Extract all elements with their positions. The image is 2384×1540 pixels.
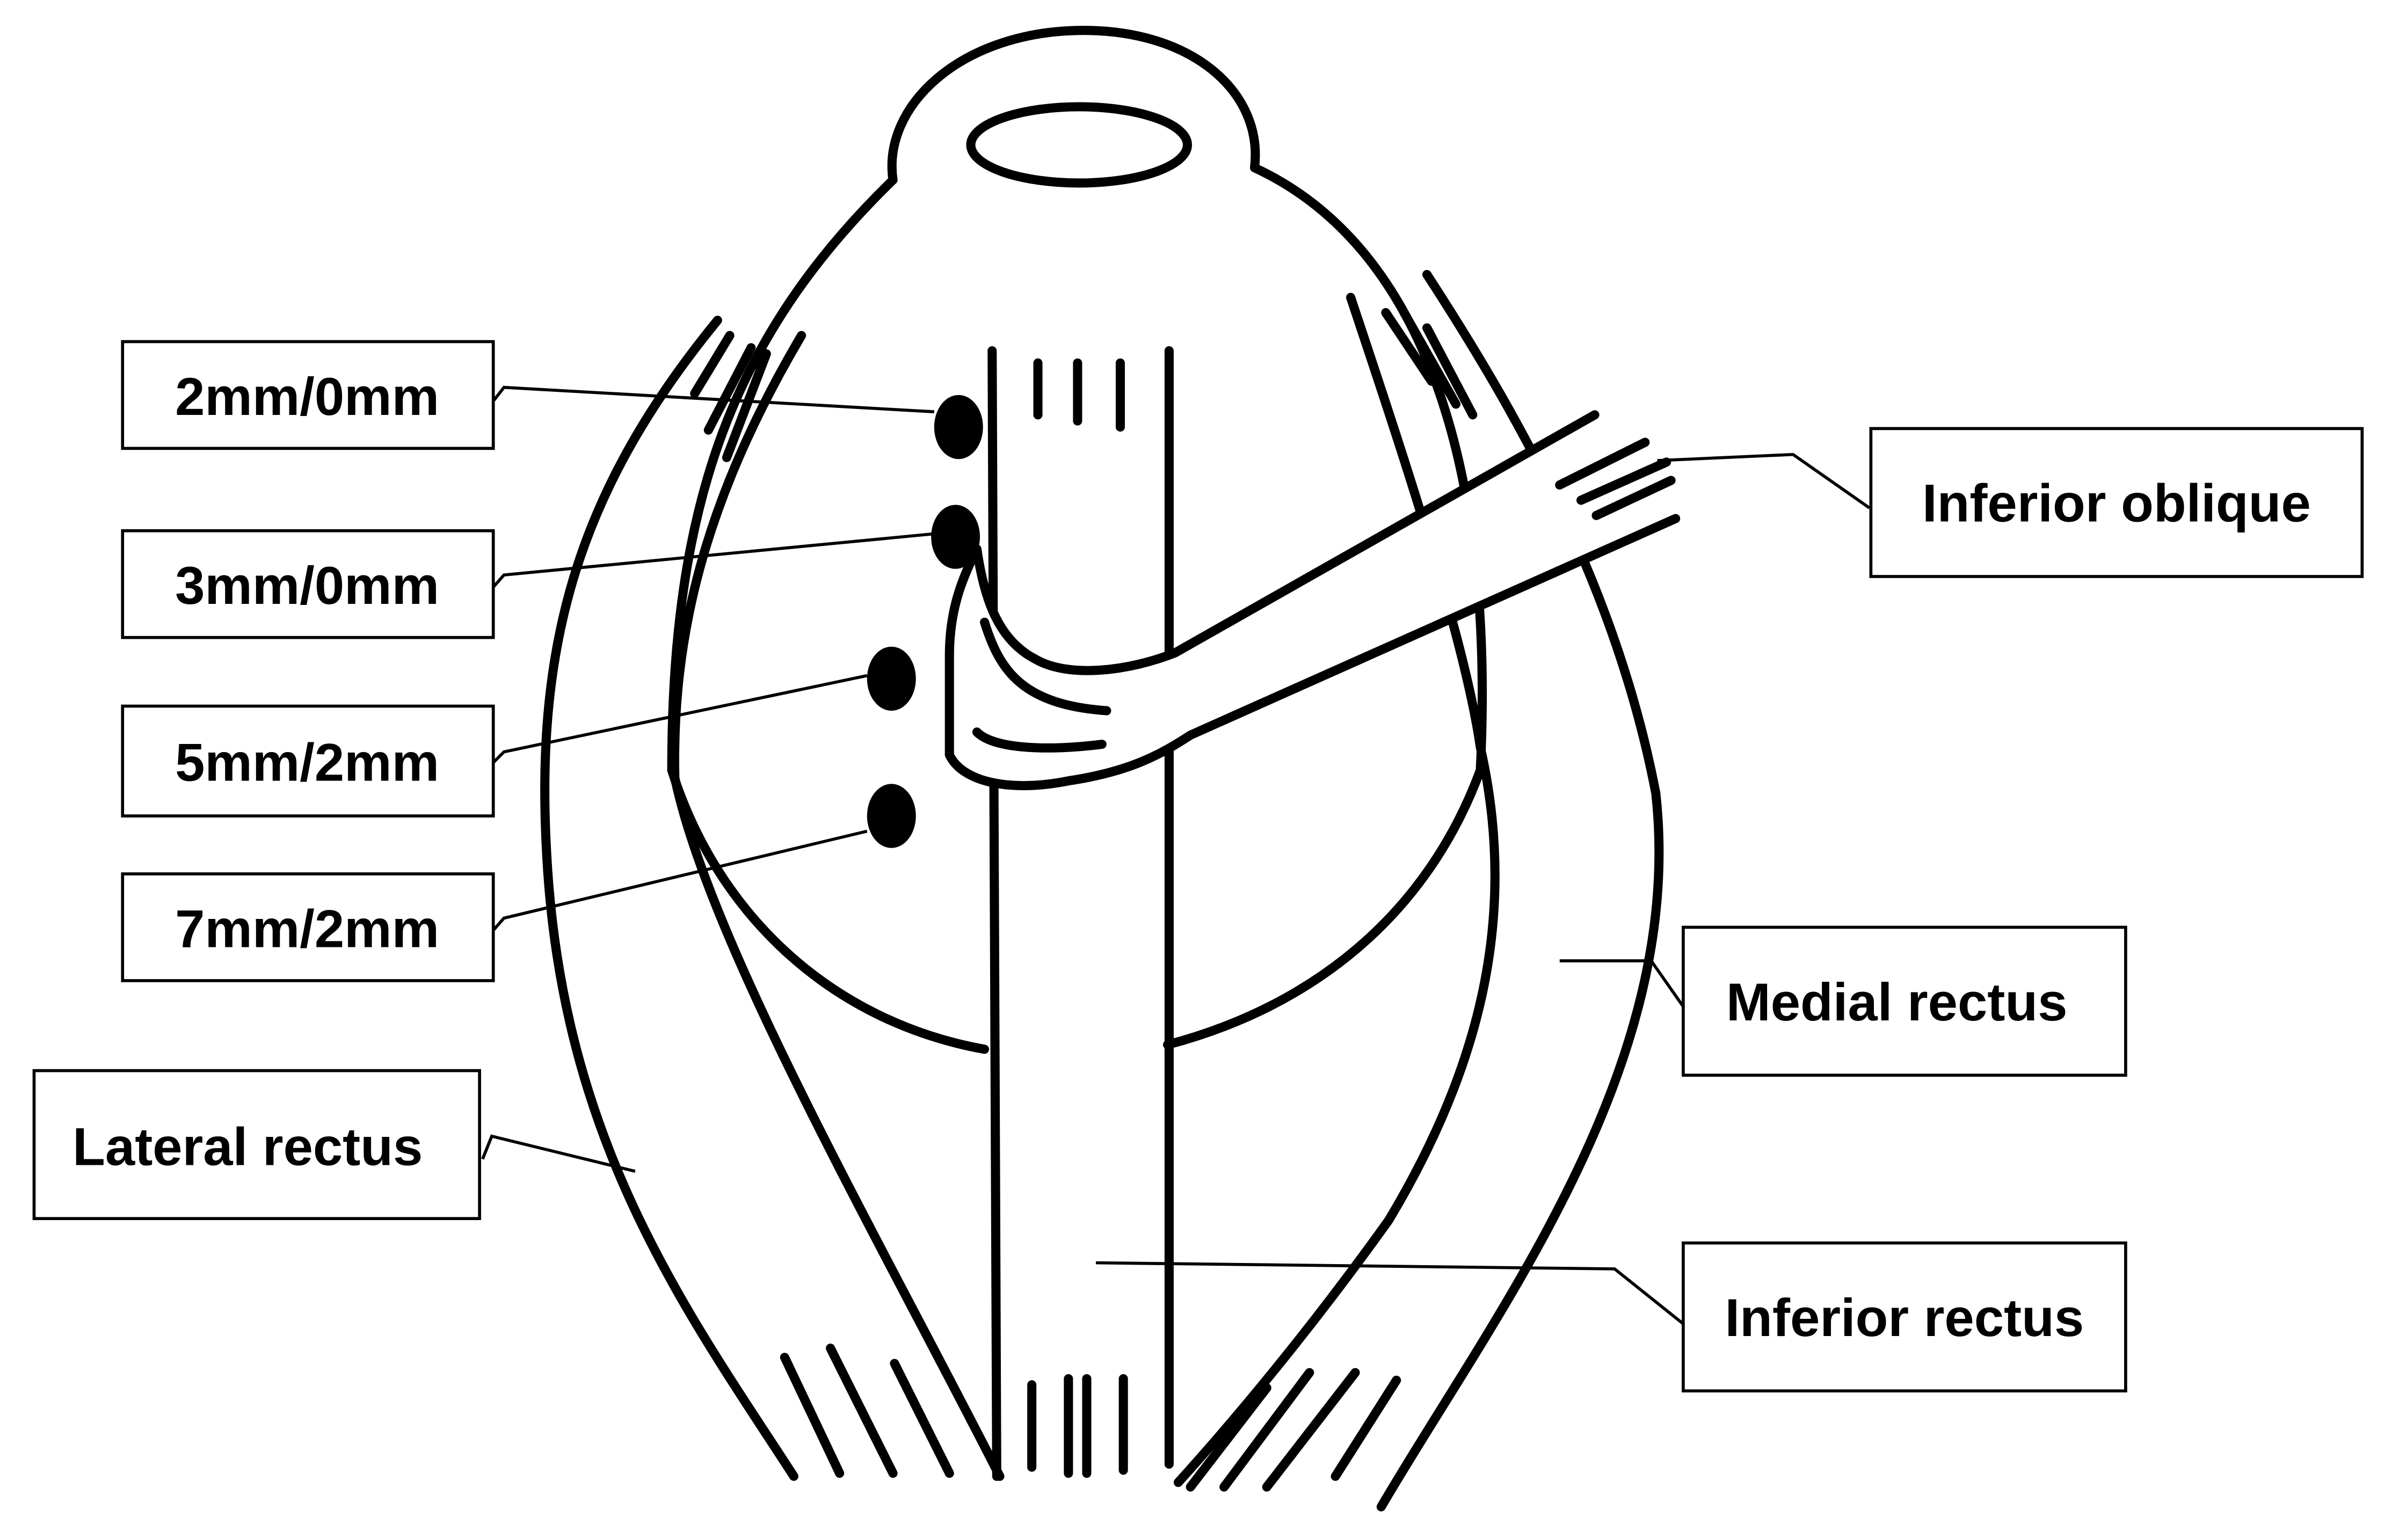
label-box-inferior-oblique: [1869, 427, 2364, 578]
marker-2mm-0mm: [934, 395, 983, 459]
label-box-pos3: [121, 704, 495, 818]
marker-7mm-2mm: [867, 784, 916, 848]
label-pos3: 5mm/2mm: [175, 733, 439, 793]
label-medial-rectus: Medial rectus: [1726, 973, 2068, 1032]
label-box-pos1: [121, 340, 495, 450]
inferior-oblique-band: [944, 410, 1681, 791]
marker-3mm-0mm: [931, 505, 980, 569]
label-box-lateral-rectus: [32, 1069, 481, 1221]
inferior-oblique-hatch: [972, 727, 1107, 753]
lateral-rectus-hatch: [690, 331, 735, 398]
label-lateral-rectus: Lateral rectus: [72, 1118, 423, 1177]
medial-rectus-outer-edge: [1376, 269, 1664, 1512]
leader-pos4: [492, 829, 868, 932]
label-box-inferior-rectus: [1682, 1241, 2127, 1393]
leader-inferior-oblique: [1657, 452, 1871, 509]
label-inferior-rectus: Inferior rectus: [1725, 1288, 2084, 1348]
leader-pos2: [492, 532, 935, 588]
label-box-pos2: [121, 529, 495, 639]
lateral-rectus-outer-edge: [540, 316, 798, 1481]
inferior-oblique-hatch: [980, 617, 1111, 716]
label-pos1: 2mm/0mm: [175, 367, 439, 427]
label-pos2: 3mm/0mm: [175, 556, 439, 616]
leader-lateral-rectus: [481, 1134, 636, 1173]
leader-inferior-rectus: [1095, 1261, 1684, 1325]
label-box-pos4: [121, 872, 495, 982]
medial-rectus-hatch: [1186, 1383, 1271, 1492]
lateral-rectus-hatch: [703, 343, 756, 435]
globe-outline: [667, 26, 1487, 1049]
lateral-rectus-hatch: [826, 1344, 898, 1478]
leader-pos3: [492, 674, 868, 764]
medial-rectus-hatch: [1331, 1375, 1401, 1481]
inferior-oblique-hatch: [1555, 437, 1650, 490]
inferior-rectus-left-edge: [987, 346, 1001, 1481]
leader-pos1: [492, 385, 934, 413]
medial-rectus-hatch: [1422, 323, 1478, 420]
medial-rectus-hatch: [1262, 1368, 1360, 1492]
globe-lower-arc: [667, 765, 990, 1054]
leader-medial-rectus: [1559, 959, 1685, 1008]
marker-5mm-2mm: [867, 646, 916, 711]
medial-rectus-inner-edge: [1173, 293, 1500, 1487]
inferior-oblique-hatch: [1576, 457, 1671, 505]
cornea: [966, 102, 1192, 188]
lateral-rectus-hatch: [722, 349, 771, 462]
medial-rectus-hatch: [1219, 1368, 1314, 1492]
label-box-medial-rectus: [1682, 925, 2127, 1077]
lateral-rectus-hatch: [780, 1353, 845, 1478]
lateral-rectus-hatch: [890, 1359, 954, 1478]
inferior-oblique-hatch: [1591, 476, 1676, 520]
label-inferior-oblique: Inferior oblique: [1922, 474, 2311, 534]
medial-rectus-hatch: [1381, 308, 1436, 386]
lateral-rectus-inner-edge: [670, 331, 1005, 1481]
injection-markers: [867, 395, 983, 848]
label-pos4: 7mm/2mm: [175, 899, 439, 959]
medial-rectus-hatch: [1399, 308, 1461, 409]
